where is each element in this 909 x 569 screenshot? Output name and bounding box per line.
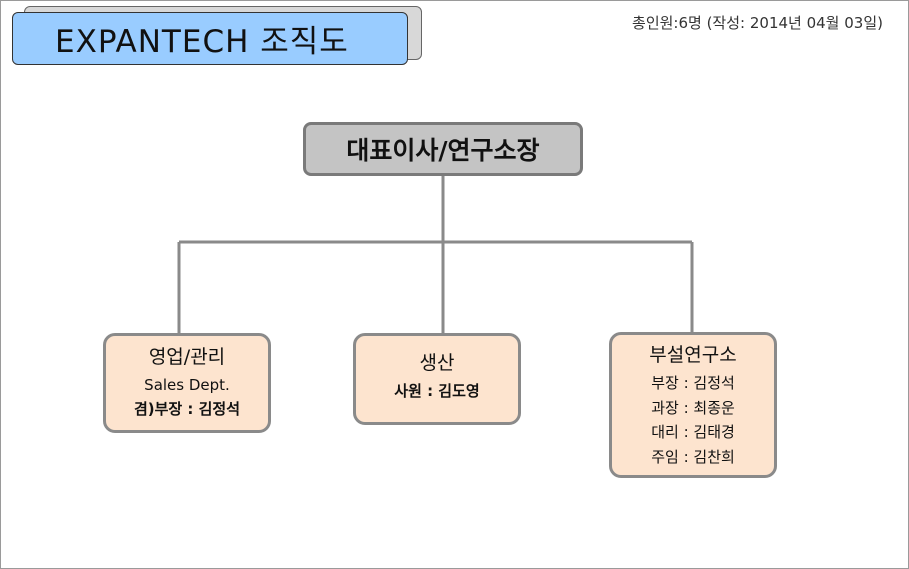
ceo-node: 대표이사/연구소장 <box>303 122 583 176</box>
dept-member: 겸)부장 : 김정석 <box>133 400 241 418</box>
dept-node-sales: 영업/관리 Sales Dept. 겸)부장 : 김정석 <box>103 333 271 433</box>
dept-name: 부설연구소 <box>649 344 737 366</box>
dept-subtitle: Sales Dept. <box>144 376 230 394</box>
dept-member: 과장 : 최종운 <box>651 398 735 417</box>
headcount-summary: 총인원:6명 (작성: 2014년 04월 03일) <box>632 14 883 32</box>
dept-node-production: 생산 사원 : 김도영 <box>353 333 521 425</box>
dept-member: 부장 : 김정석 <box>651 374 735 392</box>
dept-member: 사원 : 김도영 <box>394 382 480 400</box>
dept-name: 영업/관리 <box>148 346 226 368</box>
title-box: EXPANTECH 조직도 <box>12 12 408 65</box>
dept-name: 생산 <box>419 352 455 374</box>
dept-node-research: 부설연구소 부장 : 김정석 과장 : 최종운 대리 : 김태경 주임 : 김찬… <box>609 332 777 478</box>
page-title: EXPANTECH 조직도 <box>55 24 349 60</box>
dept-member: 주임 : 김찬희 <box>651 447 735 466</box>
dept-member: 대리 : 김태경 <box>651 423 735 441</box>
ceo-label: 대표이사/연구소장 <box>346 136 540 165</box>
